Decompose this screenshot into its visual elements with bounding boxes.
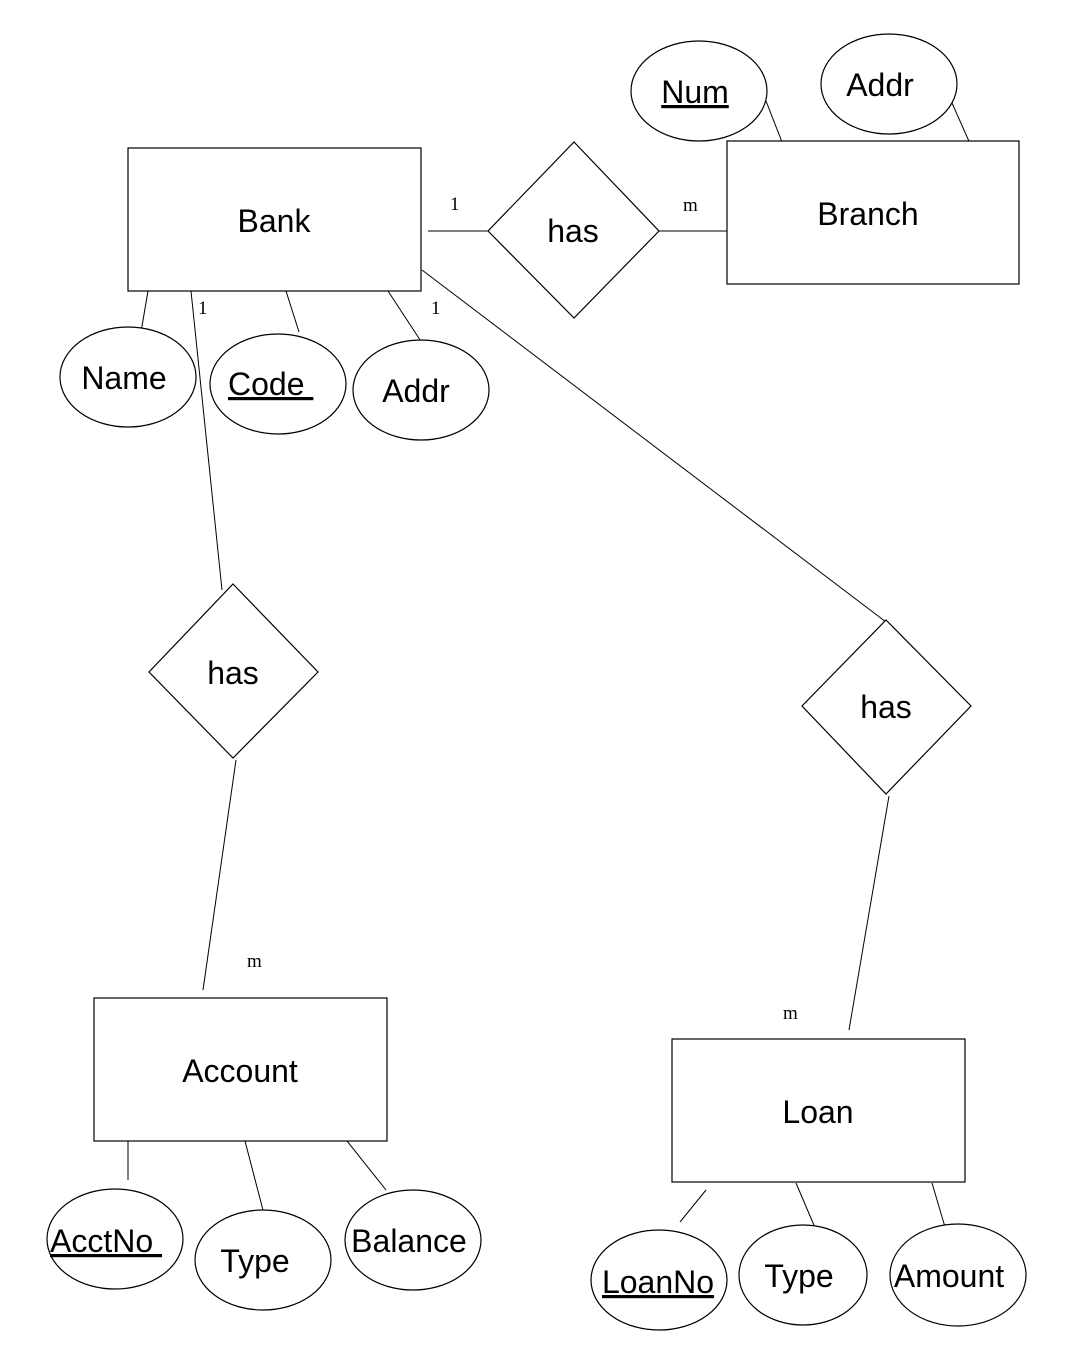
relationship-bank-branch-label: has	[547, 213, 599, 249]
entity-branch-label: Branch	[817, 196, 918, 232]
cardinality-loan-m: m	[783, 1003, 798, 1024]
attribute-loan-loanno-label: LoanNo	[602, 1264, 714, 1300]
attribute-loan-amount[interactable]: Amount	[889, 1223, 1027, 1327]
entity-bank-label: Bank	[238, 203, 312, 239]
loan-type-connector	[795, 1182, 817, 1231]
attribute-loan-type[interactable]: Type	[738, 1224, 868, 1326]
attribute-account-type-label: Type	[220, 1243, 289, 1279]
attribute-bank-name-label: Name	[81, 360, 166, 396]
attribute-branch-addr-label: Addr	[846, 67, 914, 103]
entity-loan-label: Loan	[782, 1094, 853, 1130]
cardinality-bank-account-1: 1	[198, 298, 208, 319]
attribute-account-acctno-label: AcctNo	[50, 1223, 162, 1259]
balance-connector	[346, 1140, 387, 1191]
relationship-bank-account[interactable]: has	[148, 583, 319, 759]
entity-account[interactable]: Account	[93, 997, 388, 1142]
entity-account-label: Account	[182, 1053, 298, 1089]
cardinality-branch-m: m	[683, 195, 698, 216]
entity-bank[interactable]: Bank	[127, 147, 422, 292]
relationship-bank-branch[interactable]: has	[487, 141, 660, 319]
attribute-account-balance-label: Balance	[351, 1223, 467, 1259]
attribute-bank-code-label: Code	[228, 366, 313, 402]
attribute-loan-amount-label: Amount	[894, 1258, 1004, 1294]
bank-has-loan-line	[421, 269, 887, 623]
attribute-loan-type-label: Type	[764, 1258, 833, 1294]
relationship-bank-account-label: has	[207, 655, 259, 691]
has-loan-line	[848, 795, 890, 1031]
loanno-connector	[679, 1189, 707, 1223]
entity-branch[interactable]: Branch	[726, 140, 1020, 285]
has-account-line	[202, 759, 237, 991]
bank-has-account-line	[190, 290, 223, 591]
attribute-branch-num-label: Num	[661, 74, 729, 110]
attribute-bank-addr-label: Addr	[382, 373, 450, 409]
relationship-bank-loan[interactable]: has	[801, 619, 972, 795]
attribute-account-type[interactable]: Type	[194, 1209, 332, 1311]
name-connector	[140, 290, 149, 333]
num-connector	[765, 100, 783, 143]
attribute-branch-addr[interactable]: Addr	[820, 33, 958, 135]
entity-loan[interactable]: Loan	[671, 1038, 966, 1183]
attribute-account-acctno[interactable]: AcctNo	[46, 1188, 184, 1290]
attribute-loan-loanno[interactable]: LoanNo	[590, 1229, 728, 1331]
attribute-branch-num[interactable]: Num	[630, 40, 768, 142]
code-connector	[285, 290, 300, 333]
amount-connector	[931, 1182, 946, 1228]
account-type-connector	[244, 1140, 265, 1215]
attribute-bank-name[interactable]: Name	[59, 326, 197, 428]
cardinality-bank-loan-1: 1	[431, 298, 441, 319]
attribute-bank-code[interactable]: Code	[209, 333, 347, 435]
attribute-account-balance[interactable]: Balance	[344, 1189, 482, 1291]
cardinality-bank-branch-1: 1	[450, 194, 460, 215]
attribute-bank-addr[interactable]: Addr	[352, 339, 490, 441]
cardinality-account-m: m	[247, 951, 262, 972]
relationship-bank-loan-label: has	[860, 689, 912, 725]
